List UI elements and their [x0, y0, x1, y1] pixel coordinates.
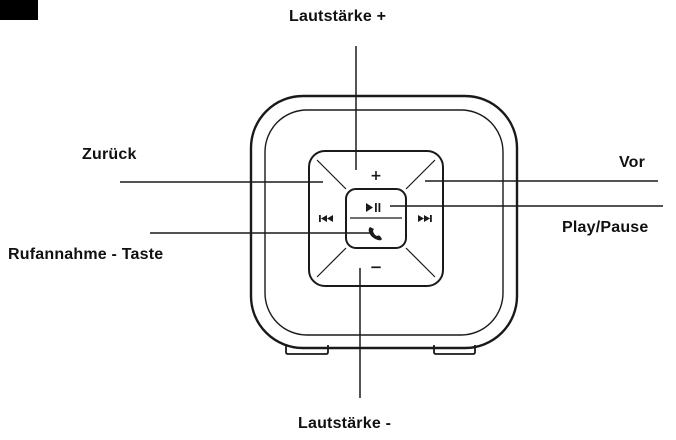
speaker-body-outer: [249, 94, 519, 350]
center-button: [345, 188, 407, 249]
label-volume-down: Lautstärke -: [298, 415, 392, 432]
volume-down-button[interactable]: [346, 249, 406, 285]
plus-glyph: +: [370, 168, 382, 184]
speaker-foot-left: [285, 345, 329, 355]
pad-divider: [405, 159, 436, 190]
play-pause-button[interactable]: [347, 190, 405, 218]
previous-button[interactable]: [310, 189, 346, 248]
label-back: Zurück: [82, 146, 137, 163]
speaker-body-inner: [264, 109, 504, 336]
pad-divider: [316, 159, 347, 190]
corner-marker: [0, 0, 38, 20]
next-button[interactable]: [406, 189, 442, 248]
previous-track-icon: [319, 215, 333, 222]
pad-divider: [405, 247, 436, 278]
next-track-icon: [418, 215, 432, 222]
label-call-answer: Rufannahme - Taste: [8, 246, 164, 263]
label-next: Vor: [619, 154, 646, 171]
speaker-foot-right: [433, 345, 476, 355]
call-answer-button[interactable]: [347, 219, 405, 247]
minus-glyph: −: [370, 258, 383, 276]
play-pause-icon: [366, 203, 381, 212]
volume-up-button[interactable]: [346, 152, 406, 188]
pad-divider: [316, 247, 347, 278]
label-volume-up: Lautstärke +: [289, 8, 387, 25]
phone-icon: [368, 227, 382, 241]
control-pad: [308, 150, 444, 287]
label-play-pause: Play/Pause: [562, 219, 649, 236]
